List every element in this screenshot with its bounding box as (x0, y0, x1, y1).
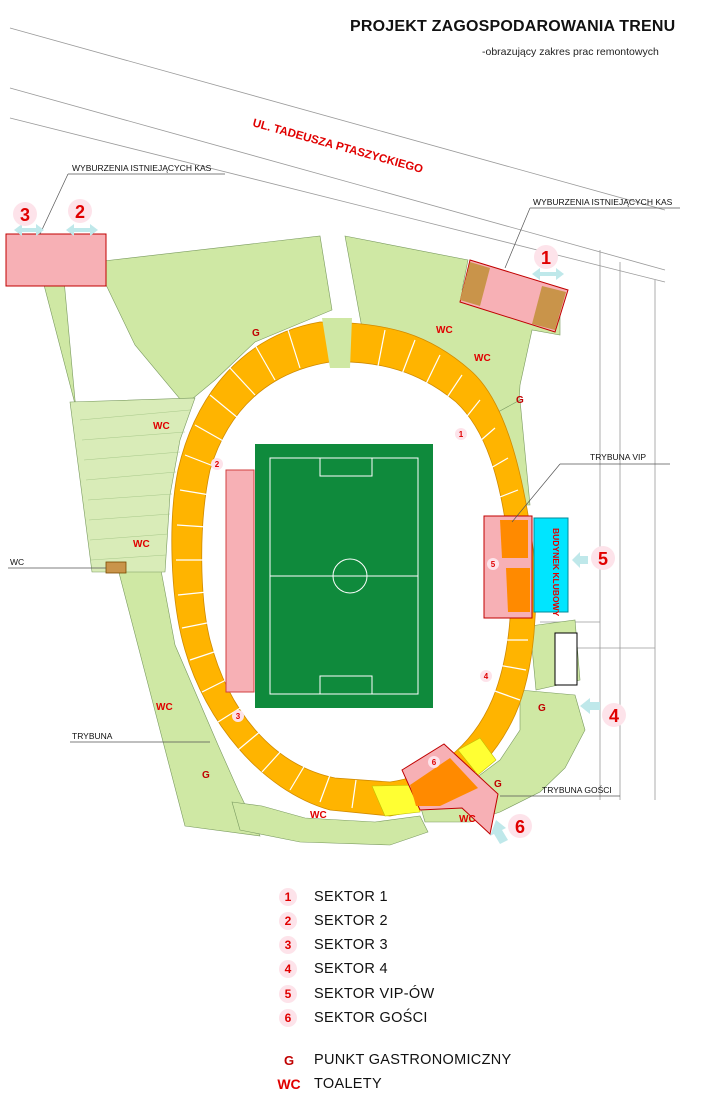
wc-marker: WC (310, 810, 327, 821)
legend-label: PUNKT GASTRONOMICZNY (314, 1052, 512, 1068)
gate-number-6: 6 (515, 817, 525, 837)
sector-6-badge: 6 (279, 1009, 297, 1027)
club-building-label: BUDYNEK KLUBOWY (551, 528, 561, 617)
grass-south (231, 801, 429, 846)
grass-west-hatched (69, 397, 196, 573)
legend-item-sector-4: 4 SEKTOR 4 (276, 958, 388, 980)
gate-arrow-icon (532, 268, 564, 280)
page-title: PROJEKT ZAGOSPODAROWANIA TRENU (350, 18, 676, 35)
wc-symbol: WC (277, 1076, 301, 1092)
page-subtitle: -obrazujący zakres prac remontowych (482, 46, 659, 58)
legend-item-sector-vip: 5 SEKTOR VIP-ÓW (276, 983, 434, 1005)
wc-marker: WC (133, 539, 150, 550)
club-building (533, 517, 569, 613)
g-marker: G (516, 395, 524, 406)
legend-label: SEKTOR VIP-ÓW (314, 986, 435, 1002)
g-marker: G (538, 703, 546, 714)
sector-2-badge: 2 (279, 912, 297, 930)
legend-item-sector-away: 6 SEKTOR GOŚCI (276, 1007, 427, 1029)
pitch (255, 444, 433, 708)
sector-1-badge: 1 (279, 888, 297, 906)
sector-badge-5: 5 (491, 560, 496, 569)
leader-lines (8, 173, 680, 797)
stand-yellow-south (371, 784, 421, 817)
demolition-left-label: WYBURZENIA ISTNIEJĄCYCH KAS (72, 163, 212, 173)
legend-item-sector-1: 1 SEKTOR 1 (276, 886, 388, 908)
gate-number-3: 3 (20, 205, 30, 225)
small-building (554, 632, 578, 686)
g-marker: G (494, 779, 502, 790)
legend-label: SEKTOR 3 (314, 937, 388, 953)
legend-item-sector-2: 2 SEKTOR 2 (276, 910, 388, 932)
g-symbol: G (283, 1052, 295, 1068)
sector-3-stand (225, 469, 255, 693)
wc-annotation-label: WC (10, 557, 24, 567)
vip-stand-label: TRYBUNA VIP (590, 452, 646, 462)
sector-badge-2: 2 (215, 460, 220, 469)
sector-badge-1: 1 (459, 430, 464, 439)
legend-label: TOALETY (314, 1076, 382, 1092)
demolition-right-brown-2 (532, 286, 566, 330)
wc-marker: WC (153, 421, 170, 432)
vip-seats-bottom (506, 568, 530, 612)
legend-item-gastronomy: G PUNKT GASTRONOMICZNY (276, 1049, 511, 1071)
g-marker: G (202, 770, 210, 781)
stand-yellow-se (457, 737, 497, 776)
wc-box (105, 561, 127, 574)
away-stand-label: TRYBUNA GOŚCI (542, 784, 612, 795)
legend-item-toilets: WC TOALETY (276, 1073, 381, 1095)
wc-marker: WC (156, 702, 173, 713)
stand-label: TRYBUNA (72, 731, 113, 741)
wc-marker: WC (436, 325, 453, 336)
gate-arrow-icon (572, 552, 588, 568)
gate-arrow-icon (14, 224, 44, 236)
grass-north-west (94, 235, 333, 406)
demolition-left-area (5, 233, 107, 287)
legend-label: SEKTOR GOŚCI (314, 1010, 428, 1026)
stand-gap-north (322, 318, 352, 368)
wc-marker: WC (459, 814, 476, 825)
sector-5-badge: 5 (279, 985, 297, 1003)
sector-badge-6: 6 (432, 758, 437, 767)
legend-label: SEKTOR 1 (314, 889, 388, 905)
gate-arrow-icon (66, 224, 98, 236)
vip-seats-top (500, 520, 528, 558)
gate-number-4: 4 (609, 706, 619, 726)
stadium-map: UL. TADEUSZA PTASZYCKIEGO WYBURZENIA IST… (5, 27, 680, 846)
hatch-pattern (79, 409, 191, 561)
gate-arrow-icon (580, 698, 600, 714)
sector-badge-4: 4 (484, 672, 489, 681)
away-seats (410, 758, 478, 806)
legend-label: SEKTOR 4 (314, 961, 388, 977)
demolition-right-label: WYBURZENIA ISTNIEJĄCYCH KAS (533, 197, 673, 207)
sector-4-badge: 4 (279, 960, 297, 978)
gate-number-1: 1 (541, 248, 551, 268)
legend-label: SEKTOR 2 (314, 913, 388, 929)
sector-badge-3: 3 (236, 712, 241, 721)
gate-number-2: 2 (75, 202, 85, 222)
wc-marker: WC (474, 353, 491, 364)
gate-number-5: 5 (598, 549, 608, 569)
sector-3-badge: 3 (279, 936, 297, 954)
grass-south-east (419, 689, 586, 823)
g-marker: G (252, 328, 260, 339)
stand-seat-divisions (176, 329, 528, 809)
gate-arrow-icon (490, 820, 508, 844)
grass-areas (37, 235, 586, 846)
grass-west (37, 257, 261, 837)
street-label: UL. TADEUSZA PTASZYCKIEGO (251, 117, 424, 176)
centre-circle (332, 558, 368, 594)
legend-item-sector-3: 3 SEKTOR 3 (276, 934, 388, 956)
demolition-right-brown (460, 262, 490, 306)
